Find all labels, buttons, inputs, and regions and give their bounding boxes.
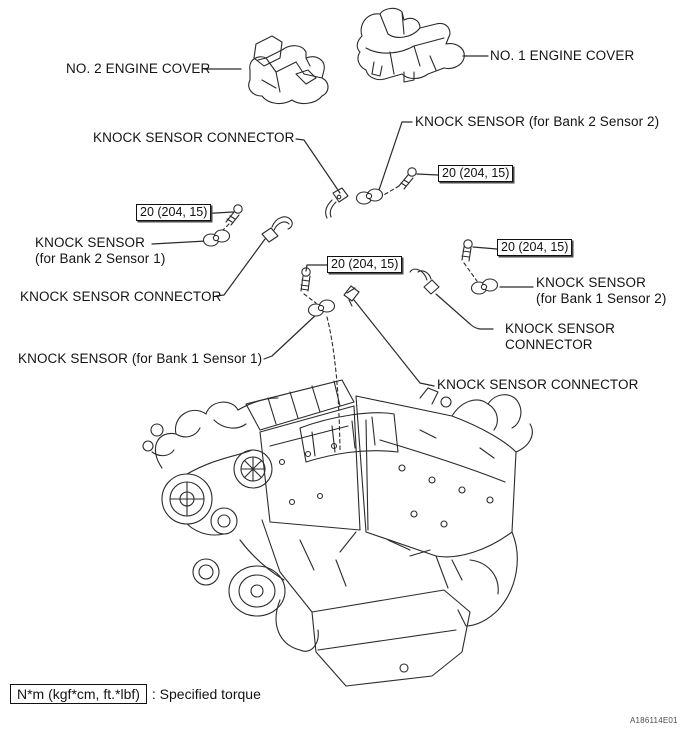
knock-sensor-label-bank1-sensor2-line1: KNOCK SENSOR <box>536 275 646 290</box>
connector-icon-center <box>343 285 360 307</box>
torque-unit-box: N*m (kgf*cm, ft.*lbf) <box>10 684 147 704</box>
knock-sensor-label-bank1-sensor2: KNOCK SENSOR (for Bank 1 Sensor 2) <box>536 275 666 307</box>
knock-sensor-connector-label-right: KNOCK SENSOR CONNECTOR <box>505 321 615 353</box>
knock-sensor-label-bank2-sensor2: KNOCK SENSOR (for Bank 2 Sensor 2) <box>415 114 660 129</box>
engine-cover-no2-illustration <box>248 35 329 105</box>
knock-sensor-label-bank1-sensor1: KNOCK SENSOR (for Bank 1 Sensor 1) <box>18 351 263 366</box>
leader-lines <box>151 55 534 387</box>
knock-sensor-icon-bank2-sensor2 <box>355 188 384 205</box>
connector-icon-right <box>409 268 440 295</box>
bolt-icon-top-right <box>398 167 417 190</box>
torque-spec-box-left: 20 (204, 15) <box>136 204 212 221</box>
knock-sensor-connector-label-bottom: KNOCK SENSOR CONNECTOR <box>437 377 639 392</box>
knock-sensor-connector-label-left: KNOCK SENSOR CONNECTOR <box>20 289 222 304</box>
knock-sensor-label-bank2-sensor1-line2: (for Bank 2 Sensor 1) <box>35 251 166 266</box>
torque-legend-description: : Specified torque <box>151 686 261 702</box>
knock-sensor-connector-label-right-line2: CONNECTOR <box>505 337 593 352</box>
engine-illustration <box>142 379 533 687</box>
knock-sensor-icon-bank1-sensor2 <box>470 278 499 295</box>
bolt-icon-right <box>461 239 473 262</box>
knock-sensor-label-bank2-sensor1: KNOCK SENSOR (for Bank 2 Sensor 1) <box>35 235 165 267</box>
connector-icon-top <box>325 187 349 219</box>
knock-sensor-label-bank2-sensor1-line1: KNOCK SENSOR <box>35 235 145 250</box>
engine-cover-no1-illustration <box>356 7 465 83</box>
knock-sensor-icon-bank1-sensor1 <box>307 299 336 317</box>
connector-icon-left <box>261 216 293 243</box>
knock-sensor-connector-label-right-line1: KNOCK SENSOR <box>505 321 615 336</box>
torque-legend: N*m (kgf*cm, ft.*lbf) : Specified torque <box>10 684 261 704</box>
figure-id: A186114E01 <box>630 716 678 725</box>
bolt-icon-left <box>225 204 243 226</box>
engine-cover-no1-label: NO. 1 ENGINE COVER <box>490 48 635 63</box>
torque-spec-box-right: 20 (204, 15) <box>497 239 573 256</box>
knock-sensor-icon-bank2-sensor1 <box>202 229 231 247</box>
dashed-lines <box>219 185 478 453</box>
knock-sensor-connector-label-top: KNOCK SENSOR CONNECTOR <box>93 130 295 145</box>
engine-cover-no2-label: NO. 2 ENGINE COVER <box>66 61 211 76</box>
torque-spec-box-top-right: 20 (204, 15) <box>438 165 514 182</box>
bolt-icon-center <box>300 267 311 292</box>
knock-sensor-label-bank1-sensor2-line2: (for Bank 1 Sensor 2) <box>536 291 667 306</box>
torque-spec-box-center: 20 (204, 15) <box>327 256 403 273</box>
